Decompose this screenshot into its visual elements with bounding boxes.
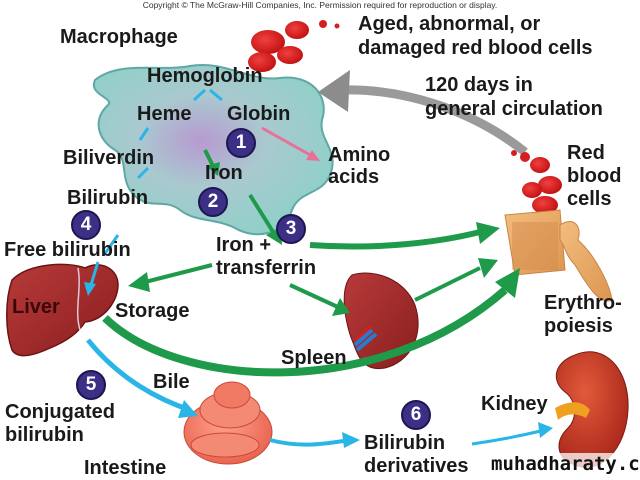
ureter xyxy=(555,402,590,420)
circulation-arrow xyxy=(339,85,528,156)
bone-marrow xyxy=(504,209,613,302)
label-globin: Globin xyxy=(227,103,291,125)
label-heme: Heme xyxy=(137,103,192,125)
watermark: muhadharaty.com xyxy=(488,453,640,475)
intestine-organ xyxy=(183,381,273,465)
label-erythro-line2: poiesis xyxy=(544,315,613,337)
label-rbc-line2: blood xyxy=(567,165,622,187)
step-badge-3: 3 xyxy=(276,214,306,244)
label-rbc-line3: cells xyxy=(567,188,612,210)
step-badge-5: 5 xyxy=(76,370,106,400)
label-circulation-line2: general circulation xyxy=(425,98,603,120)
label-rbc-line1: Red xyxy=(567,142,605,164)
label-iron-transferrin-line1: Iron + xyxy=(216,234,272,256)
macrophage-cell xyxy=(92,63,334,236)
label-free-bilirubin: Free bilirubin xyxy=(4,239,131,261)
copyright-notice: Copyright © The McGraw-Hill Companies, I… xyxy=(142,0,498,10)
step-badge-6: 6 xyxy=(401,400,431,430)
label-aged-rbc-line1: Aged, abnormal, or xyxy=(358,13,541,35)
step-badge-4: 4 xyxy=(71,210,101,240)
label-bilirubin: Bilirubin xyxy=(67,187,149,209)
aged-red-blood-cells xyxy=(248,20,340,72)
label-amino-line1: Amino xyxy=(328,144,391,166)
label-macrophage: Macrophage xyxy=(60,26,178,48)
step-badge-1: 1 xyxy=(226,128,256,158)
label-derivatives-line1: Bilirubin xyxy=(364,432,446,454)
red-blood-cells xyxy=(511,150,562,214)
label-bile: Bile xyxy=(153,371,190,393)
iron-arrows xyxy=(102,149,508,377)
circulation-arrowhead xyxy=(318,70,350,112)
label-spleen: Spleen xyxy=(281,347,347,369)
label-aged-rbc-line2: damaged red blood cells xyxy=(358,37,593,59)
label-kidney: Kidney xyxy=(481,393,548,415)
label-iron-transferrin-line2: transferrin xyxy=(216,257,317,279)
label-iron: Iron xyxy=(205,162,243,184)
label-intestine: Intestine xyxy=(84,457,167,479)
label-erythro-line1: Erythro- xyxy=(544,292,622,314)
label-amino-line2: acids xyxy=(328,166,380,188)
label-circulation-line1: 120 days in xyxy=(425,74,533,96)
label-derivatives-line2: derivatives xyxy=(364,455,469,477)
label-conjugated-line2: bilirubin xyxy=(5,424,84,446)
label-liver: Liver xyxy=(12,296,60,318)
label-storage: Storage xyxy=(115,300,190,322)
label-conjugated-line1: Conjugated xyxy=(5,401,115,423)
label-biliverdin: Biliverdin xyxy=(63,147,155,169)
label-hemoglobin: Hemoglobin xyxy=(147,65,263,87)
step-badge-2: 2 xyxy=(198,187,228,217)
